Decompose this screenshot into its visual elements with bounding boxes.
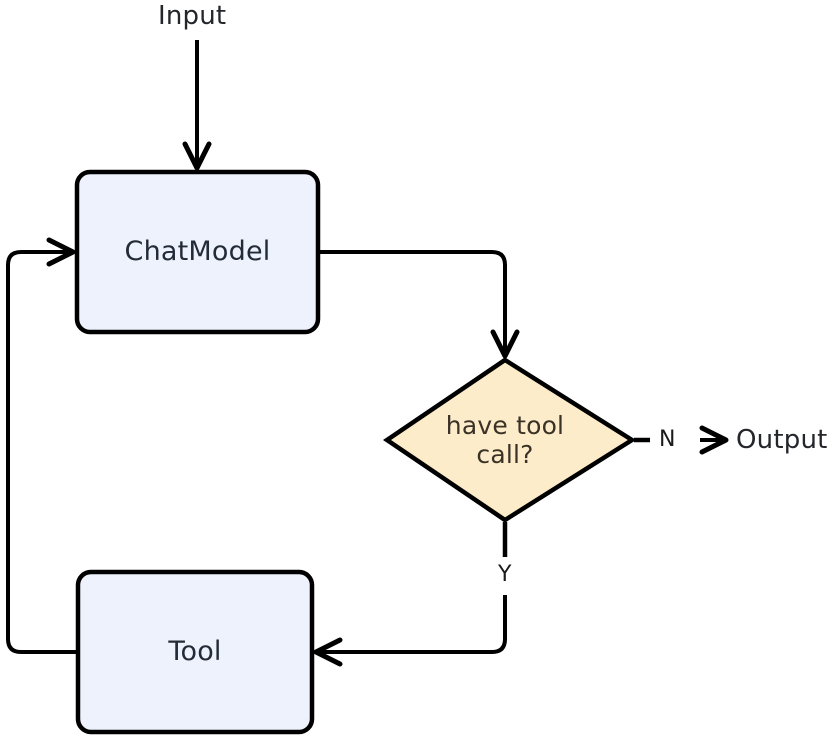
node-input-label: Input <box>158 1 227 31</box>
edge-yes-to-tool <box>318 595 507 652</box>
node-tool-shape[interactable] <box>75 569 315 735</box>
node-output-label: Output <box>736 425 828 455</box>
node-chatmodel-shape[interactable] <box>74 169 321 335</box>
edge-tool-to-chatmodel <box>6 252 78 654</box>
edge-label-yes: Y <box>498 562 512 587</box>
edge-chatmodel-to-decision <box>318 250 505 354</box>
node-decision-shape[interactable] <box>382 357 637 523</box>
edge-label-no: N <box>659 427 676 452</box>
